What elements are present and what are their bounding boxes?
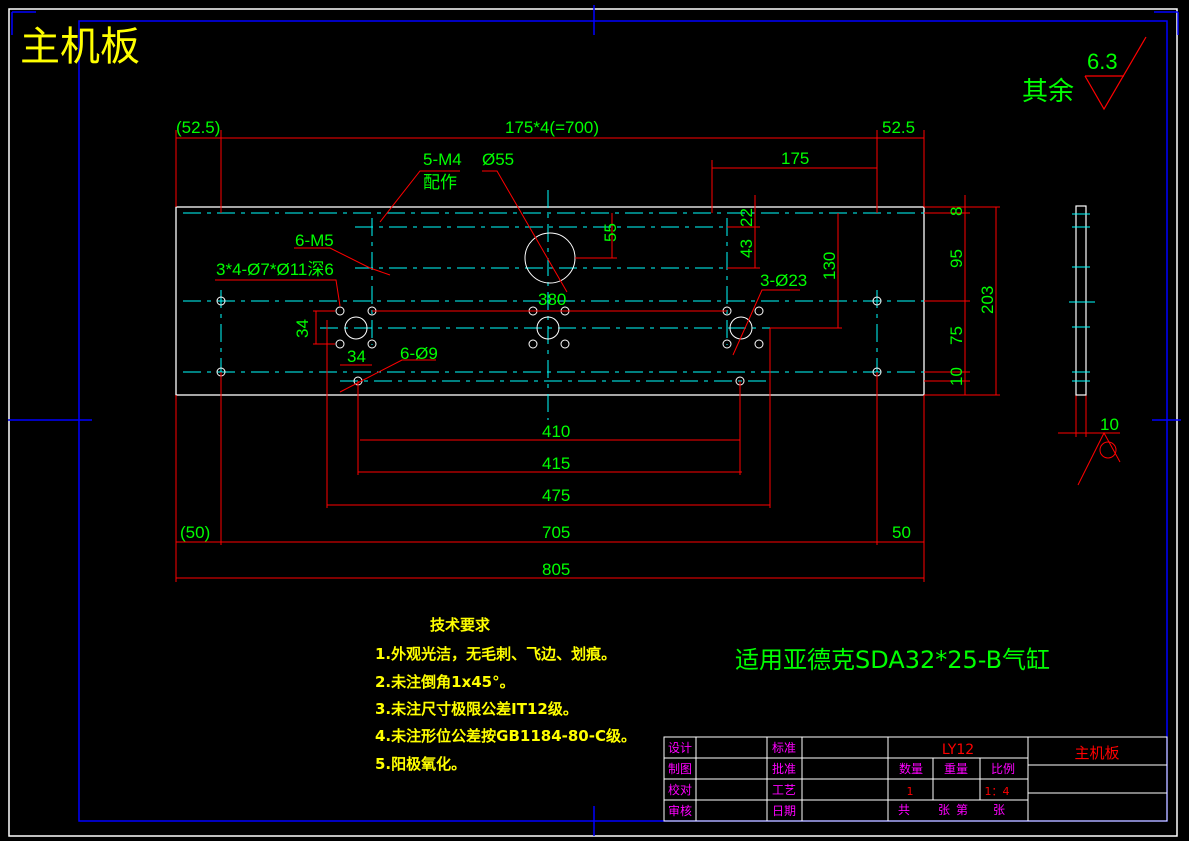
dimension-lines: [175, 130, 1121, 582]
holes: [216, 232, 882, 386]
dim-right-95: 95: [947, 249, 966, 268]
roughness-value: 6.3: [1087, 49, 1118, 74]
tb-design: 设计: [668, 741, 692, 755]
tb-sheet-zhang: 张: [938, 803, 950, 817]
dim-bottom-right: 50: [892, 523, 911, 542]
outer-border: [8, 8, 1178, 837]
side-view-outline: [1075, 205, 1087, 396]
dim-22: 22: [737, 208, 756, 227]
tech-item: 5.阳极氧化。: [375, 755, 466, 773]
tb-part-name: 主机板: [1074, 744, 1119, 762]
title-block-values: LY12 1 1：4 主机板: [907, 742, 1120, 798]
dimension-texts: (52.5) 175*4(=700) 52.5 175 5-M4 配作 Ø55 …: [176, 118, 1119, 579]
tb-drafting: 制图: [668, 762, 692, 776]
tb-process: 工艺: [772, 783, 796, 797]
dim-410: 410: [542, 422, 570, 441]
frame-marks: [8, 5, 1181, 836]
note-5m4-sub: 配作: [423, 173, 457, 192]
dim-top-left-ref: (52.5): [176, 118, 220, 137]
tb-sheet-total: 共: [898, 803, 910, 817]
cylinder-note: 适用亚德克SDA32*25-B气缸: [735, 646, 1050, 674]
tech-heading: 技术要求: [430, 616, 491, 634]
tech-item: 3.未注尺寸极限公差IT12级。: [375, 700, 578, 718]
dim-bottom-left-ref: (50): [180, 523, 210, 542]
title-block-grid: [663, 736, 1168, 822]
dim-34-v: 34: [293, 319, 312, 338]
inner-frame: [78, 20, 1168, 822]
title-block-labels: 设计 制图 校对 审核 标准 批准 工艺 日期 数量 重量 比例 共 张 第 张: [668, 741, 1015, 818]
roughness-symbol-icon: [1084, 36, 1147, 111]
centerlines: [183, 190, 924, 420]
roughness-label: 其余: [1022, 77, 1074, 107]
side-view-centerlines: [1069, 213, 1095, 382]
tb-review: 审核: [668, 803, 692, 818]
tech-item: 1.外观光洁，无毛刺、飞边、划痕。: [375, 645, 616, 663]
tb-sheet-zhang2: 张: [993, 803, 1005, 817]
hole-d55: [524, 232, 576, 284]
note-6m5: 6-M5: [295, 231, 334, 250]
dim-top-span: 175*4(=700): [505, 118, 599, 137]
dim-705: 705: [542, 523, 570, 542]
tb-weight-label: 重量: [944, 762, 968, 776]
dim-415: 415: [542, 454, 570, 473]
dim-right-75: 75: [947, 326, 966, 345]
tb-sheet-no: 第: [956, 803, 968, 817]
note-counterbore: 3*4-Ø7*Ø11深6: [216, 260, 334, 279]
dim-55: 55: [601, 223, 620, 242]
dim-right-8: 8: [947, 207, 966, 216]
dim-43: 43: [737, 239, 756, 258]
tech-item: 4.未注形位公差按GB1184-80-C级。: [375, 727, 636, 745]
note-6d9: 6-Ø9: [400, 344, 438, 363]
note-d55: Ø55: [482, 150, 514, 169]
dim-34-h: 34: [347, 347, 366, 366]
note-5m4: 5-M4: [423, 150, 462, 169]
dim-130: 130: [820, 252, 839, 280]
hole-d23-right: [729, 316, 753, 340]
tb-material: LY12: [942, 742, 974, 758]
hole-d23-center: [536, 316, 560, 340]
dim-475: 475: [542, 486, 570, 505]
drawing-title: 主机板: [20, 24, 140, 70]
tb-standard: 标准: [772, 741, 796, 755]
tb-check: 校对: [668, 782, 692, 797]
note-3d23: 3-Ø23: [760, 271, 807, 290]
dim-top-175: 175: [781, 149, 809, 168]
tb-scale-value: 1：4: [985, 785, 1010, 798]
dim-right-10: 10: [947, 367, 966, 386]
tb-qty-value: 1: [907, 785, 914, 798]
dim-side-10: 10: [1100, 415, 1119, 434]
tb-date: 日期: [772, 804, 796, 818]
dim-805: 805: [542, 560, 570, 579]
dim-380: 380: [538, 290, 566, 309]
tech-requirements: 技术要求 1.外观光洁，无毛刺、飞边、划痕。 2.未注倒角1x45°。 3.未注…: [375, 616, 636, 773]
tb-approve: 批准: [772, 761, 796, 776]
tb-scale-label: 比例: [991, 762, 1015, 776]
dim-top-right: 52.5: [882, 118, 915, 137]
tb-qty-label: 数量: [899, 761, 923, 776]
dim-right-203: 203: [978, 286, 997, 314]
hole-d23-left: [344, 316, 368, 340]
tech-item: 2.未注倒角1x45°。: [375, 673, 515, 691]
